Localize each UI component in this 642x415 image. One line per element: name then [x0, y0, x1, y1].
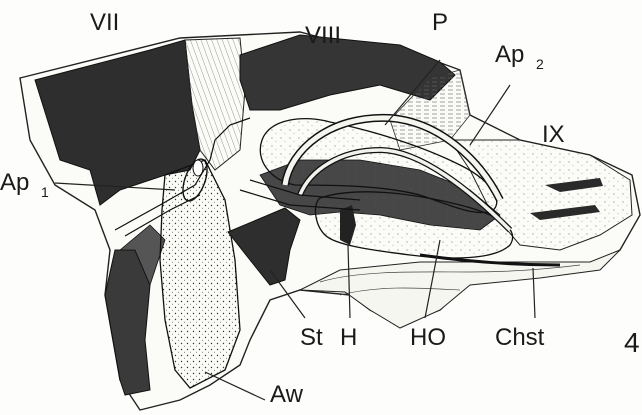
label-p: P [432, 9, 448, 36]
label-ap2-sub: 2 [536, 56, 544, 72]
label-ap2-base: Ap [495, 41, 524, 68]
label-st: St [300, 324, 323, 351]
dark-strip-left [105, 250, 150, 395]
label-ap1-sub: 1 [41, 184, 49, 200]
figure-number: 4 [624, 327, 640, 358]
label-h: H [340, 324, 357, 351]
label-ap2: Ap [495, 41, 524, 68]
ap1-node [193, 160, 203, 176]
label-ix: IX [542, 121, 565, 148]
label-viii: VIII [305, 22, 341, 49]
label-chst: Chst [495, 324, 545, 351]
label-aw: Aw [270, 381, 304, 408]
label-ho: HO [410, 324, 446, 351]
label-ap1-base: Ap [0, 169, 29, 196]
label-ap1: Ap [0, 169, 29, 196]
label-vii: VII [90, 9, 119, 36]
